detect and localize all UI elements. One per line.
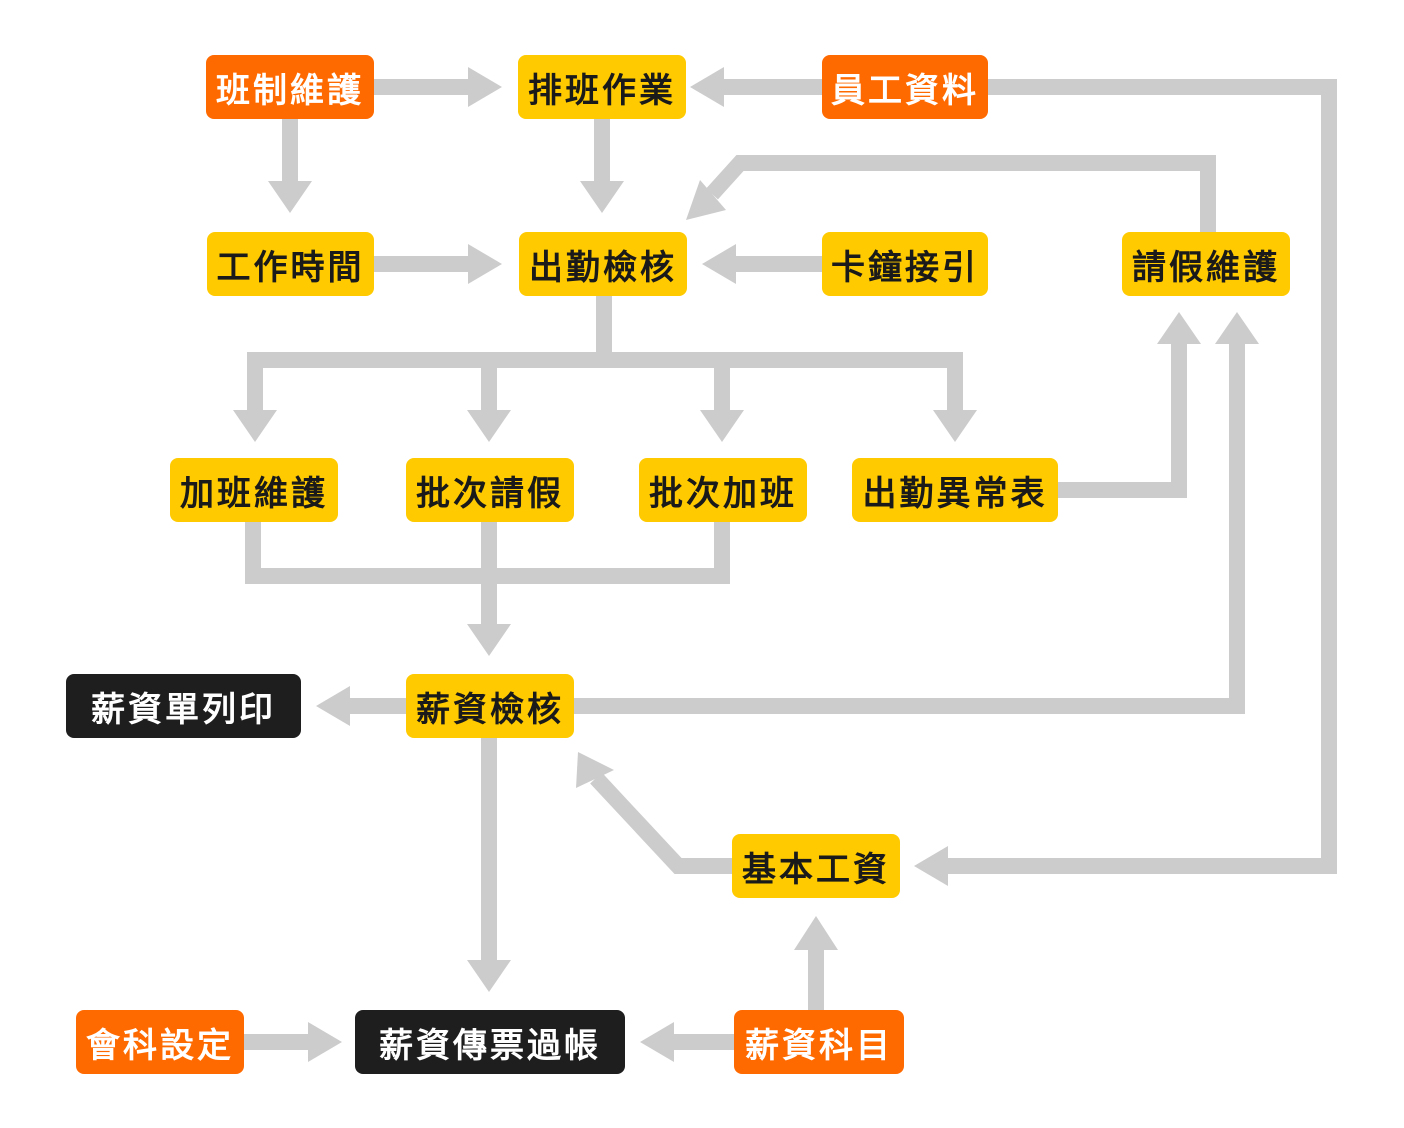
connector-leave-to-attendance <box>706 155 1216 234</box>
arrowhead-down <box>233 410 277 442</box>
node-employee-data[interactable]: 員工資料 <box>822 55 988 119</box>
arrowhead-down <box>467 624 511 656</box>
arrowhead-left <box>702 244 736 284</box>
connector-employee-to-basic-salary <box>946 79 1337 874</box>
arrowhead-right <box>468 67 502 107</box>
arrowhead-left <box>914 846 948 886</box>
arrowhead-left <box>690 67 724 107</box>
node-basic-salary[interactable]: 基本工資 <box>732 834 900 898</box>
arrowhead-down <box>467 410 511 442</box>
node-time-clock-import[interactable]: 卡鐘接引 <box>822 232 988 296</box>
arrowhead-up <box>1157 312 1201 344</box>
node-working-hours[interactable]: 工作時間 <box>207 232 374 296</box>
node-payroll-items[interactable]: 薪資科目 <box>734 1010 904 1074</box>
node-payroll-check[interactable]: 薪資檢核 <box>406 674 574 738</box>
node-attendance-check[interactable]: 出勤檢核 <box>519 232 687 296</box>
arrowhead-down <box>700 410 744 442</box>
node-accounting-setup[interactable]: 會科設定 <box>76 1010 244 1074</box>
arrowhead-left <box>640 1022 674 1062</box>
arrowhead-right <box>308 1022 342 1062</box>
connector-exception-to-leave <box>1058 342 1187 498</box>
node-batch-overtime[interactable]: 批次加班 <box>639 458 807 522</box>
arrowhead-down <box>268 181 312 213</box>
node-payroll-voucher-posting[interactable]: 薪資傳票過帳 <box>355 1010 625 1074</box>
connector-payroll-check-to-leave <box>573 342 1245 714</box>
connector-basic-salary-to-payroll-check <box>590 772 734 874</box>
node-overtime-maintenance[interactable]: 加班維護 <box>170 458 338 522</box>
connector-attendance-branch <box>247 296 612 412</box>
node-leave-maintenance[interactable]: 請假維護 <box>1122 232 1290 296</box>
node-scheduling[interactable]: 排班作業 <box>518 55 686 119</box>
node-batch-leave[interactable]: 批次請假 <box>406 458 574 522</box>
node-shift-maintenance[interactable]: 班制維護 <box>206 55 374 119</box>
node-payslip-print[interactable]: 薪資單列印 <box>66 674 301 738</box>
arrowhead-up <box>794 916 838 950</box>
arrowhead-down <box>467 960 511 992</box>
arrowhead-down <box>580 181 624 213</box>
arrowhead-down <box>933 410 977 442</box>
arrowhead-up <box>1215 312 1259 344</box>
connector-attendance-branch-right <box>604 352 963 412</box>
arrowhead-left <box>316 686 350 726</box>
arrowhead-down-left <box>686 180 726 220</box>
node-attendance-exception-report[interactable]: 出勤異常表 <box>852 458 1058 522</box>
arrowhead-right <box>468 244 502 284</box>
arrowhead-up-left <box>576 752 614 788</box>
